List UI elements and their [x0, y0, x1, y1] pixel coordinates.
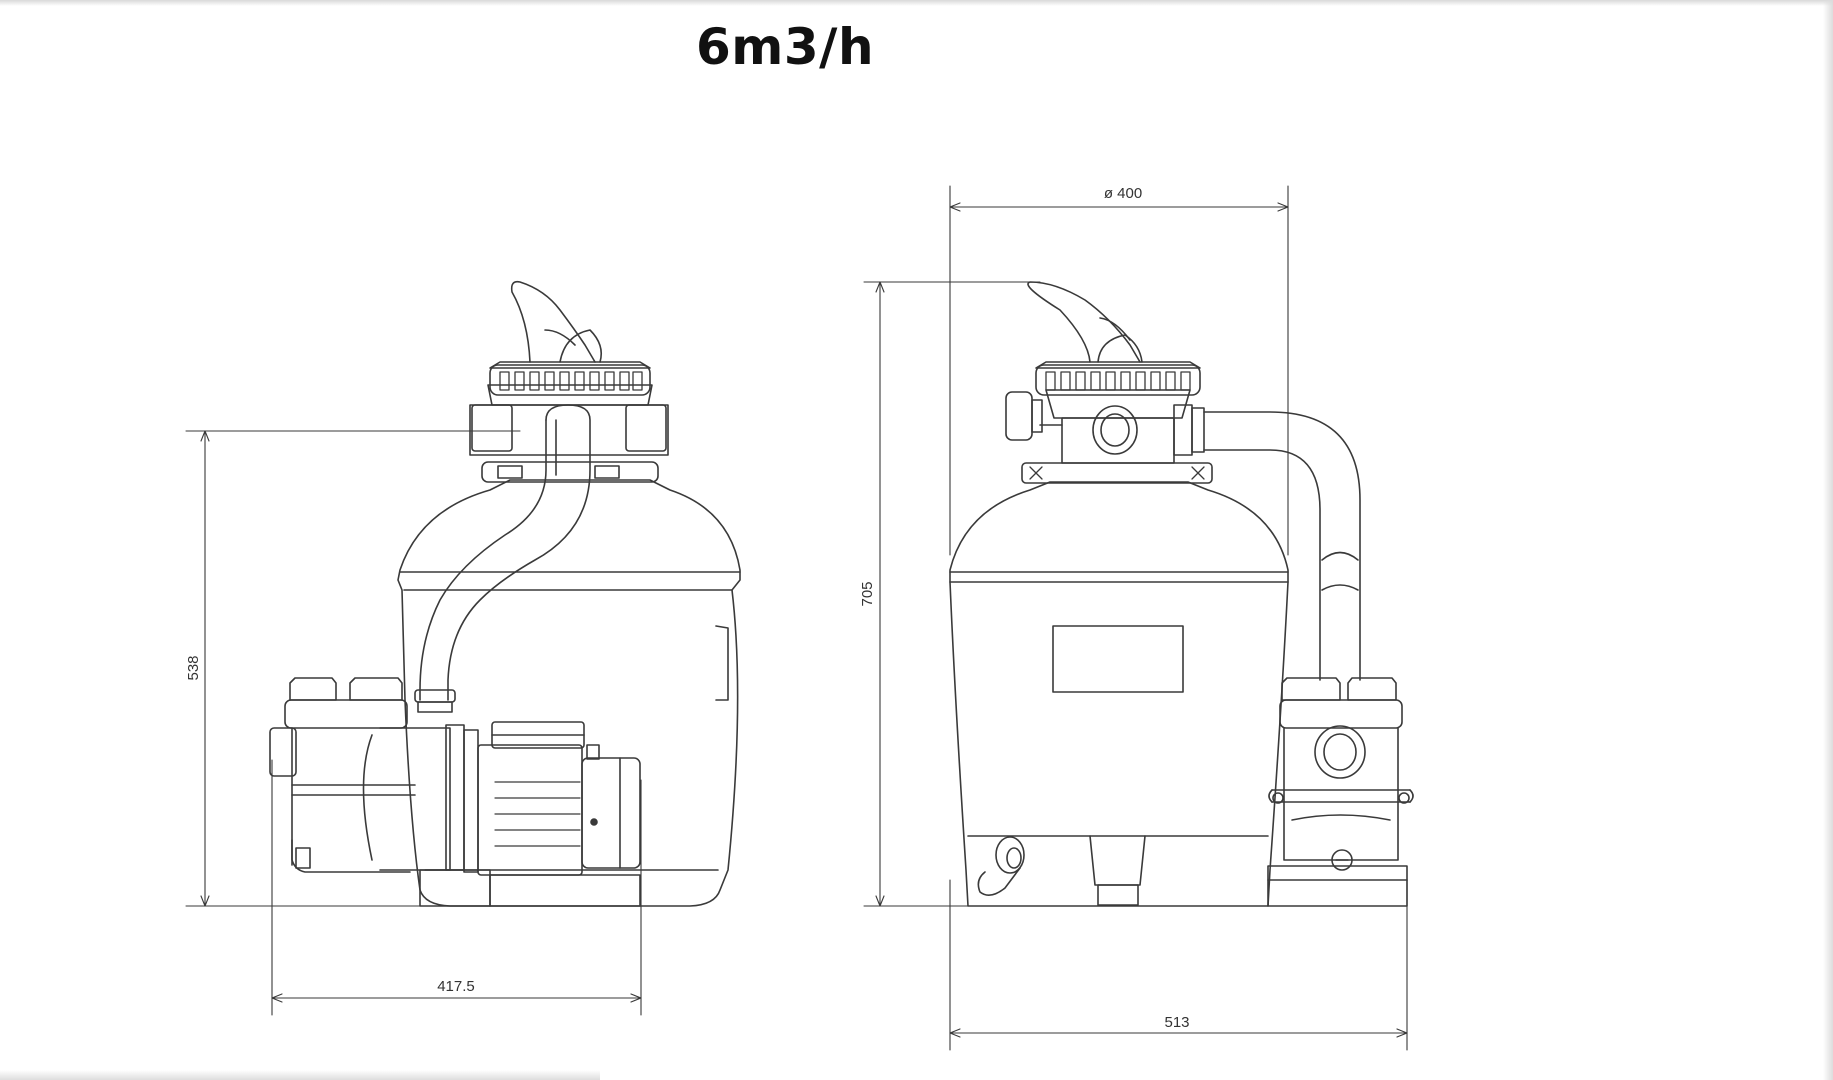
dimension-height-front	[863, 281, 1041, 907]
bottom-edge-shadow	[0, 1070, 600, 1080]
label-width-front: 513	[1164, 1014, 1189, 1031]
connection-pipe-side	[414, 404, 591, 713]
dimension-width-front	[949, 879, 1408, 1051]
dimension-diameter	[949, 185, 1289, 556]
filter-tank-front	[949, 481, 1289, 907]
multiport-valve-front	[1005, 281, 1213, 484]
dimension-height-side	[185, 430, 521, 907]
label-height-side: 538	[185, 655, 202, 680]
top-edge-shadow	[0, 0, 1833, 6]
page-title: 6m3/h	[696, 18, 875, 76]
pump-side	[269, 677, 641, 907]
multiport-valve-side	[469, 280, 669, 483]
drain-plug	[977, 836, 1025, 896]
front-view	[863, 185, 1414, 1051]
dimension-width-side	[271, 759, 642, 1016]
connection-pipe-front	[1203, 411, 1361, 681]
side-view	[185, 280, 741, 1016]
filter-tank-side	[397, 479, 741, 907]
label-width-side: 417.5	[437, 978, 475, 995]
right-edge-shadow	[1823, 0, 1833, 1080]
pump-front	[1267, 677, 1414, 907]
label-diameter: ø 400	[1104, 185, 1142, 202]
label-height-front: 705	[859, 581, 876, 606]
